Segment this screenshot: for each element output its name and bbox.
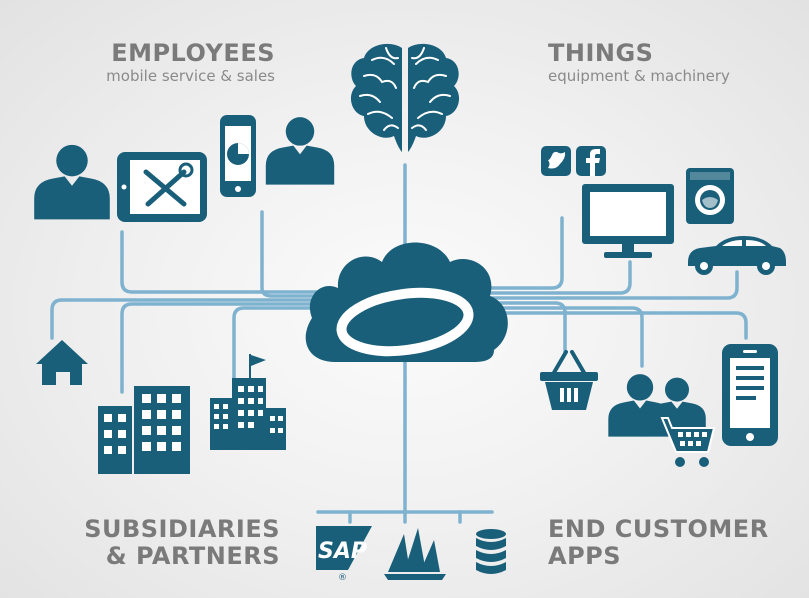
employees-subtitle: mobile service & sales bbox=[106, 67, 275, 85]
office-building-icon bbox=[98, 386, 190, 474]
employees-label: EMPLOYEES mobile service & sales bbox=[60, 39, 275, 86]
facebook-icon bbox=[576, 146, 606, 176]
car-icon bbox=[688, 236, 786, 275]
sap-logo-icon: SAP ® bbox=[316, 526, 372, 583]
sap-logo-text: SAP bbox=[318, 539, 367, 564]
subsidiaries-title-line1: SUBSIDIARIES bbox=[84, 515, 280, 543]
sap-registered-mark: ® bbox=[338, 573, 347, 583]
subsidiaries-label: SUBSIDIARIES & PARTNERS bbox=[40, 516, 280, 570]
factory-icon bbox=[210, 354, 286, 450]
employee-person-icon bbox=[265, 117, 335, 185]
subsidiaries-title-line2: & PARTNERS bbox=[105, 542, 280, 570]
shopping-cart-icon bbox=[660, 417, 716, 467]
connection-lines bbox=[50, 163, 748, 524]
end-customer-label: END CUSTOMER APPS bbox=[548, 516, 788, 570]
things-label: THINGS equipment & machinery bbox=[548, 39, 778, 86]
tablet-icon bbox=[117, 152, 207, 222]
house-icon bbox=[36, 340, 88, 385]
brain-icon bbox=[350, 43, 460, 153]
shopping-basket-icon bbox=[540, 350, 598, 410]
end-customer-title-line1: END CUSTOMER bbox=[548, 515, 769, 543]
employee-person-icon bbox=[34, 144, 110, 220]
cloud-icon bbox=[305, 242, 508, 362]
things-subtitle: equipment & machinery bbox=[548, 67, 730, 85]
things-title: THINGS bbox=[548, 39, 654, 67]
monitor-icon bbox=[582, 184, 674, 258]
mobile-app-icon bbox=[722, 344, 778, 446]
end-customer-title-line2: APPS bbox=[548, 542, 622, 570]
smartphone-icon bbox=[220, 115, 256, 197]
database-icon bbox=[476, 529, 506, 574]
employees-title: EMPLOYEES bbox=[111, 39, 275, 67]
dynamics-logo-icon bbox=[384, 528, 446, 580]
washing-machine-icon bbox=[686, 168, 734, 224]
twitter-icon bbox=[541, 146, 571, 176]
